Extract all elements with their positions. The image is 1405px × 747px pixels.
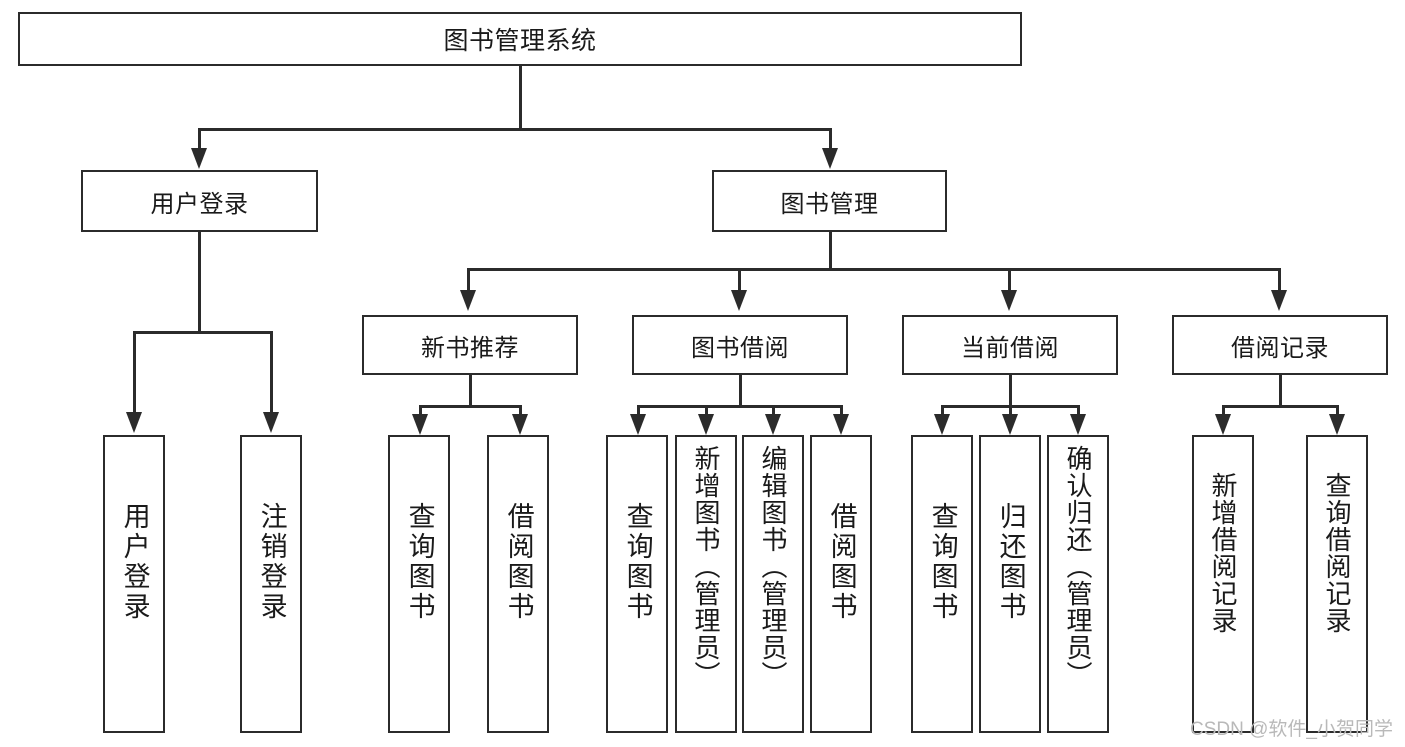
- node-label: 注销登录: [256, 502, 287, 622]
- leaf-book-borrow-add-book-admin[interactable]: 新增图书（管理员）: [675, 435, 737, 733]
- node-label: 图书借阅: [691, 334, 789, 362]
- leaf-user-login-logout[interactable]: 注销登录: [240, 435, 302, 733]
- node-borrow-record[interactable]: 借阅记录: [1172, 315, 1388, 375]
- node-label: 借阅图书: [826, 502, 857, 622]
- arrowhead-leaf-logout: [263, 412, 279, 433]
- node-label: 图书管理: [780, 190, 879, 218]
- leaf-current-borrow-return-books[interactable]: 归还图书: [979, 435, 1041, 733]
- edge-user-login-stem: [198, 232, 201, 333]
- edge-new-book-recommend-bus: [419, 405, 521, 408]
- arrowhead-book-management: [822, 148, 838, 169]
- node-book-management[interactable]: 图书管理: [712, 170, 947, 232]
- node-label: 当前借阅: [961, 334, 1059, 362]
- arrowhead-book-borrow: [731, 290, 747, 311]
- edge-level2-bus: [198, 128, 831, 131]
- node-label: 借阅图书: [503, 502, 534, 622]
- node-label: 编辑图书（管理员）: [758, 445, 789, 688]
- arrowhead-cb-leaf2: [1070, 414, 1086, 435]
- node-label: 用户登录: [150, 190, 249, 218]
- edge-book-borrow-bus: [637, 405, 842, 408]
- leaf-book-borrow-borrow-books[interactable]: 借阅图书: [810, 435, 872, 733]
- node-book-borrow[interactable]: 图书借阅: [632, 315, 848, 375]
- edge-nbr-leaf0: [419, 405, 422, 421]
- arrowhead-user-login: [191, 148, 207, 169]
- edge-bb-leaf0: [637, 405, 640, 421]
- arrowhead-bb-leaf0: [630, 414, 646, 435]
- edge-book-borrow-stem: [739, 375, 742, 407]
- arrowhead-leaf-user-login: [126, 412, 142, 433]
- edge-user-login-bus: [133, 331, 272, 334]
- edge-bb-leaf2: [772, 405, 775, 421]
- leaf-book-borrow-edit-book-admin[interactable]: 编辑图书（管理员）: [742, 435, 804, 733]
- edge-bb-leaf3: [840, 405, 843, 421]
- edge-bb-leaf1: [705, 405, 708, 421]
- edge-cb-leaf2: [1077, 405, 1080, 421]
- edge-to-current-borrow: [1008, 268, 1011, 294]
- edge-cb-leaf1: [1009, 405, 1012, 421]
- edge-to-user-login: [198, 128, 201, 152]
- arrowhead-cb-leaf1: [1002, 414, 1018, 435]
- leaf-current-borrow-confirm-return-admin[interactable]: 确认归还（管理员）: [1047, 435, 1109, 733]
- arrowhead-borrow-record: [1271, 290, 1287, 311]
- edge-br-leaf0: [1222, 405, 1225, 421]
- node-label: 新书推荐: [421, 334, 519, 362]
- node-label: 借阅记录: [1231, 334, 1329, 362]
- leaf-borrow-record-query-record[interactable]: 查询借阅记录: [1306, 435, 1368, 733]
- node-label: 归还图书: [995, 502, 1026, 622]
- csdn-watermark: CSDN @软件_小贺同学: [1190, 719, 1393, 740]
- node-label: 图书管理系统: [443, 27, 597, 55]
- node-label: 查询图书: [622, 502, 653, 622]
- node-label: 查询借阅记录: [1322, 472, 1353, 634]
- edge-to-borrow-record: [1278, 268, 1281, 294]
- leaf-current-borrow-query-books[interactable]: 查询图书: [911, 435, 973, 733]
- edge-level3-bus: [467, 268, 1281, 271]
- edge-borrow-record-bus: [1222, 405, 1338, 408]
- leaf-user-login-login[interactable]: 用户登录: [103, 435, 165, 733]
- node-label: 新增借阅记录: [1208, 472, 1239, 634]
- node-label: 查询图书: [927, 502, 958, 622]
- arrowhead-bb-leaf1: [698, 414, 714, 435]
- node-label: 用户登录: [119, 502, 150, 622]
- edge-to-new-book-recommend: [467, 268, 470, 294]
- node-label: 新增图书（管理员）: [691, 445, 722, 688]
- edge-user-login-leaf0: [133, 331, 136, 416]
- node-new-book-recommend[interactable]: 新书推荐: [362, 315, 578, 375]
- arrowhead-nbr-leaf1: [512, 414, 528, 435]
- edge-to-book-borrow: [738, 268, 741, 294]
- arrowhead-br-leaf0: [1215, 414, 1231, 435]
- arrowhead-br-leaf1: [1329, 414, 1345, 435]
- edge-br-leaf1: [1336, 405, 1339, 421]
- edge-new-book-recommend-stem: [469, 375, 472, 407]
- leaf-book-borrow-query-books[interactable]: 查询图书: [606, 435, 668, 733]
- node-root-book-management-system[interactable]: 图书管理系统: [18, 12, 1022, 66]
- edge-book-management-stem: [829, 232, 832, 270]
- node-current-borrow[interactable]: 当前借阅: [902, 315, 1118, 375]
- node-label: 查询图书: [404, 502, 435, 622]
- leaf-new-book-recommend-query-books[interactable]: 查询图书: [388, 435, 450, 733]
- node-label: 确认归还（管理员）: [1063, 445, 1094, 688]
- arrowhead-current-borrow: [1001, 290, 1017, 311]
- arrowhead-bb-leaf2: [765, 414, 781, 435]
- leaf-new-book-recommend-borrow-books[interactable]: 借阅图书: [487, 435, 549, 733]
- edge-user-login-leaf1: [270, 331, 273, 416]
- edge-nbr-leaf1: [519, 405, 522, 421]
- edge-root-stem: [519, 66, 522, 130]
- edge-borrow-record-stem: [1279, 375, 1282, 407]
- arrowhead-nbr-leaf0: [412, 414, 428, 435]
- arrowhead-new-book-recommend: [460, 290, 476, 311]
- arrowhead-bb-leaf3: [833, 414, 849, 435]
- leaf-borrow-record-add-record[interactable]: 新增借阅记录: [1192, 435, 1254, 733]
- edge-cb-leaf0: [941, 405, 944, 421]
- edge-to-book-management: [829, 128, 832, 152]
- node-user-login[interactable]: 用户登录: [81, 170, 318, 232]
- arrowhead-cb-leaf0: [934, 414, 950, 435]
- edge-current-borrow-stem: [1009, 375, 1012, 407]
